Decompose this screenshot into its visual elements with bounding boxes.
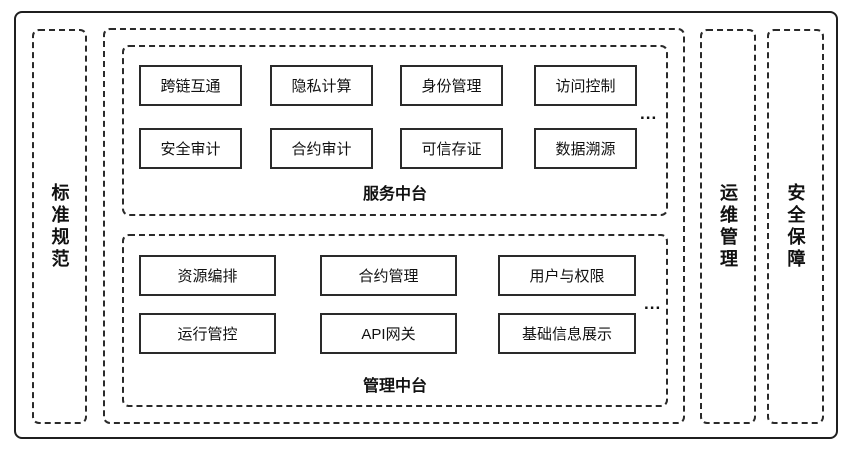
pillar-security-label: 安全保障 [785,182,806,271]
management-item: 运行管控 [139,313,276,354]
pillar-operations: 运维管理 [700,29,756,424]
service-item: 可信存证 [400,128,503,169]
management-item: 基础信息展示 [498,313,636,354]
service-platform-panel: 跨链互通 隐私计算 身份管理 访问控制 安全审计 合约审计 可信存证 数据溯源 … [122,45,668,216]
service-item: 合约审计 [270,128,373,169]
pillar-operations-label: 运维管理 [718,182,738,271]
management-platform-panel: 资源编排 合约管理 用户与权限 运行管控 API网关 基础信息展示 ... 管理… [122,234,668,407]
service-platform-label: 服务中台 [362,186,427,203]
management-item: 合约管理 [320,255,457,296]
service-item: 身份管理 [400,65,503,106]
management-item: API网关 [320,313,457,354]
management-item: 资源编排 [139,255,276,296]
service-more-ellipsis: ... [640,104,658,123]
service-item: 访问控制 [534,65,637,106]
service-item: 隐私计算 [270,65,373,106]
pillar-standards: 标准规范 [32,29,87,424]
management-item: 用户与权限 [498,255,636,296]
service-item: 安全审计 [139,128,242,169]
management-more-ellipsis: ... [644,294,662,313]
management-platform-label: 管理中台 [362,378,427,395]
pillar-standards-label: 标准规范 [49,182,70,271]
service-item: 数据溯源 [534,128,637,169]
pillar-security: 安全保障 [767,29,824,424]
service-item: 跨链互通 [139,65,242,106]
